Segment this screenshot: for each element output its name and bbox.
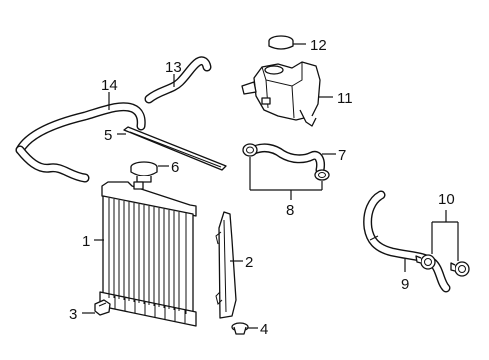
leader-8 bbox=[249, 157, 323, 200]
radiator-hose-14[interactable] bbox=[15, 102, 146, 183]
coolant-reservoir-11[interactable] bbox=[241, 61, 321, 127]
hose-13[interactable] bbox=[144, 56, 212, 104]
air-baffle-2[interactable] bbox=[215, 211, 237, 319]
hose-9[interactable] bbox=[363, 190, 451, 293]
radiator-cap-6[interactable] bbox=[130, 161, 158, 183]
callout-9: 9 bbox=[401, 276, 409, 293]
callout-11: 11 bbox=[337, 90, 353, 107]
push-pin-4[interactable] bbox=[231, 322, 249, 335]
callout-14: 14 bbox=[101, 77, 118, 94]
callout-10: 10 bbox=[438, 191, 455, 208]
radiator-1[interactable] bbox=[99, 181, 197, 327]
hose-clamp-8a[interactable] bbox=[242, 143, 258, 157]
reservoir-cap-12[interactable] bbox=[268, 35, 294, 50]
callout-2: 2 bbox=[245, 254, 253, 271]
callout-13: 13 bbox=[165, 59, 182, 76]
callout-12: 12 bbox=[310, 37, 327, 54]
callout-5: 5 bbox=[104, 127, 112, 144]
callout-6: 6 bbox=[171, 159, 179, 176]
callout-1: 1 bbox=[82, 233, 90, 250]
clamp-10a[interactable] bbox=[415, 254, 436, 270]
hose-clamp-8b[interactable] bbox=[314, 169, 330, 181]
clamp-10b[interactable] bbox=[450, 261, 470, 277]
callout-7: 7 bbox=[338, 147, 346, 164]
drain-plug-3[interactable] bbox=[94, 299, 111, 316]
callout-8: 8 bbox=[286, 202, 294, 219]
callout-4: 4 bbox=[260, 321, 268, 338]
seal-strip-5[interactable] bbox=[123, 126, 227, 171]
leader-10 bbox=[431, 210, 459, 261]
hose-7[interactable] bbox=[249, 143, 325, 175]
callout-3: 3 bbox=[69, 306, 77, 323]
radiator-fins bbox=[113, 199, 180, 311]
